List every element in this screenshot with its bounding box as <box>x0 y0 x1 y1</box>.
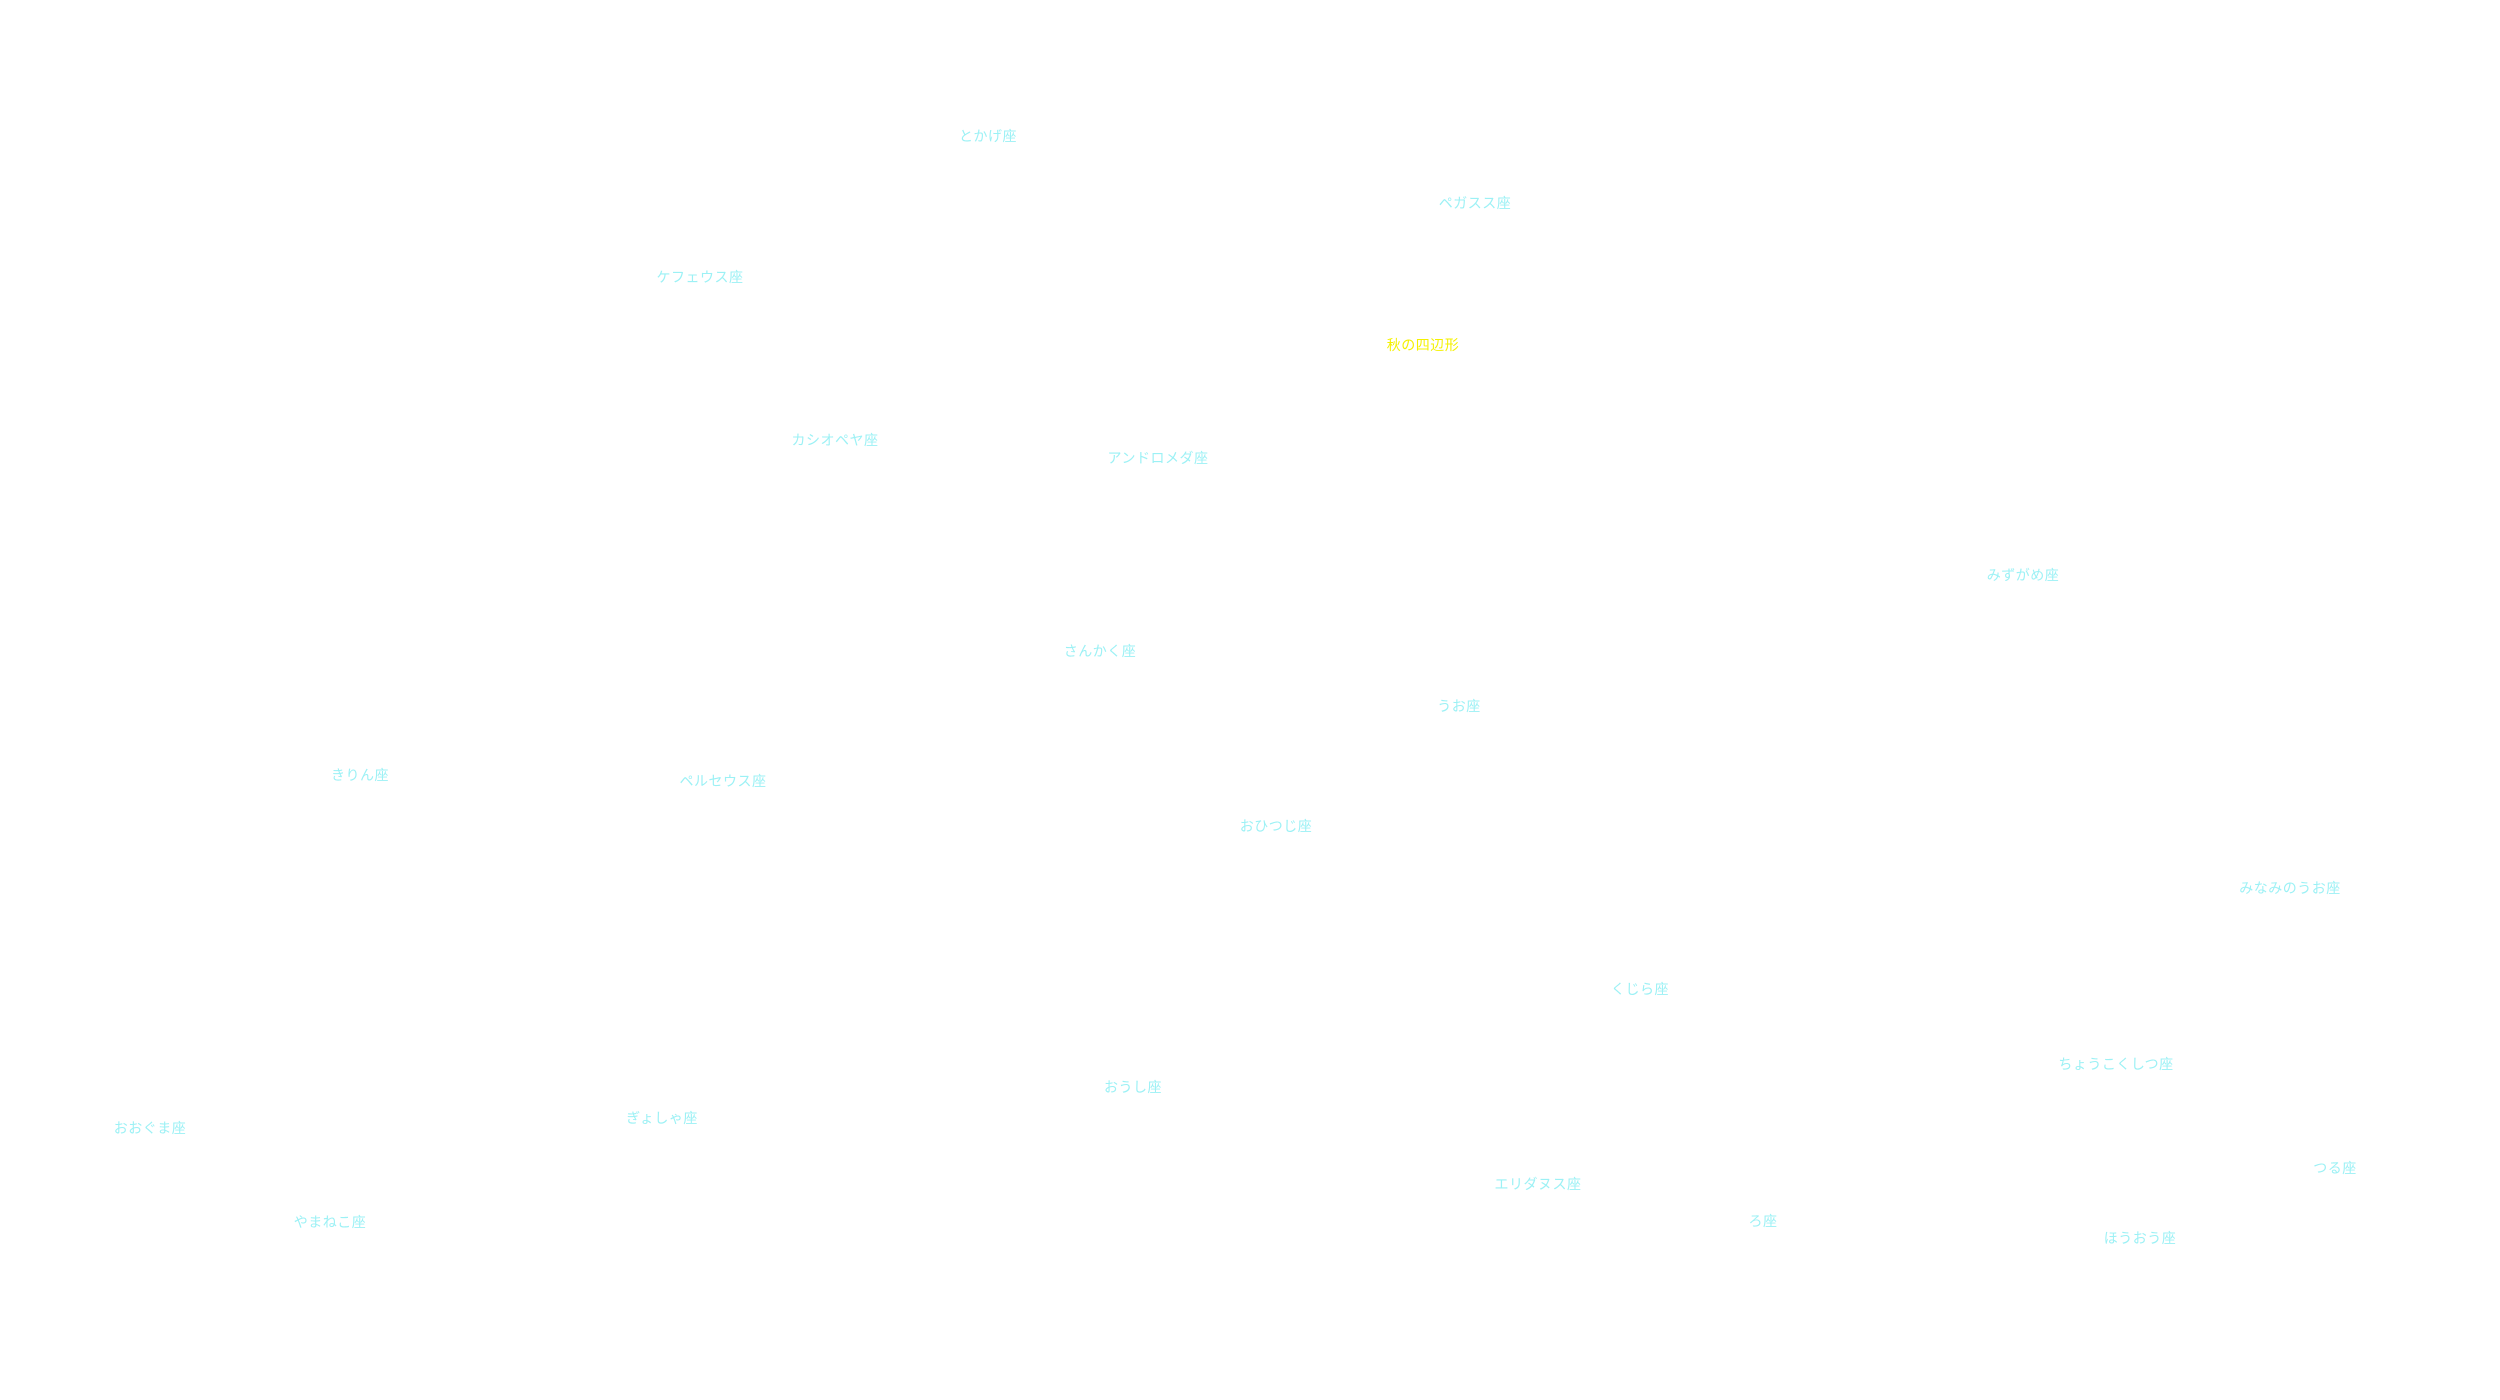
label-andromeda: アンドロメダ座 <box>1107 451 1209 467</box>
label-eridanus: エリダヌス座 <box>1494 1177 1582 1193</box>
label-lacerta: とかげ座 <box>959 129 1017 145</box>
label-taurus: おうし座 <box>1104 1080 1162 1096</box>
label-ursa-major: おおぐま座 <box>113 1121 187 1137</box>
label-cetus: くじら座 <box>1611 982 1669 998</box>
label-auriga: ぎょしゃ座 <box>626 1111 698 1127</box>
label-autumn-square: 秋の四辺形 <box>1386 338 1460 354</box>
label-cepheus: ケフェウス座 <box>656 270 744 286</box>
label-fornax: ろ座 <box>1748 1214 1778 1230</box>
label-aquarius: みずがめ座 <box>1986 568 2060 584</box>
label-triangulum: さんかく座 <box>1063 644 1137 660</box>
label-grus: つる座 <box>2313 1161 2357 1177</box>
label-cassiopeia: カシオペヤ座 <box>791 433 879 449</box>
label-camelopardalis: きりん座 <box>331 768 389 784</box>
label-perseus: ペルセウス座 <box>679 774 767 790</box>
label-sculptor: ちょうこくしつ座 <box>2058 1057 2174 1073</box>
label-pisces: うお座 <box>1437 699 1481 715</box>
label-phoenix: ほうおう座 <box>2103 1231 2177 1247</box>
label-aries: おひつじ座 <box>1239 819 1313 835</box>
label-piscis-austrinus: みなみのうお座 <box>2239 881 2341 897</box>
label-pegasus: ペガスス座 <box>1438 196 1512 212</box>
label-lynx: やまねこ座 <box>293 1215 367 1231</box>
